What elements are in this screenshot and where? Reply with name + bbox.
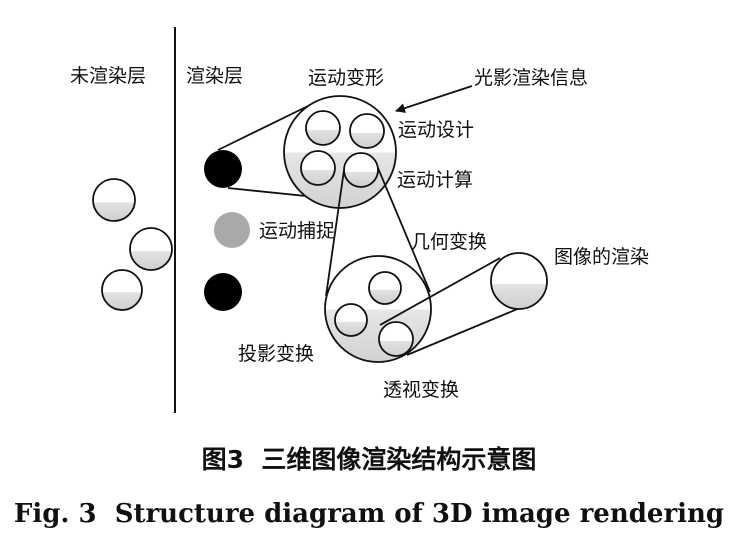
geometric-transform-label: 几何变换 [411, 231, 487, 253]
motion-design-label: 运动设计 [398, 119, 474, 141]
light-info-arrow [395, 85, 473, 113]
unrendered-ball-3 [101, 269, 143, 311]
motion-transform-label: 运动变形 [308, 67, 384, 89]
belt-line-right [377, 167, 431, 293]
gray-dot [214, 212, 250, 248]
belt-line-upper [217, 105, 309, 151]
caption-english: Fig. 3 Structure diagram of 3D image ren… [14, 499, 724, 529]
black-dot-bottom [204, 273, 242, 311]
unrendered-ball-1 [92, 178, 136, 222]
image-render-circle [490, 252, 548, 310]
projection-transform-label: 投影变换 [238, 343, 314, 365]
motion-small-ball-1 [305, 110, 341, 146]
projection-small-ball-3 [378, 321, 414, 357]
motion-small-ball-2 [349, 113, 385, 149]
motion-transform-circle [283, 95, 397, 209]
caption-chinese: 图3 三维图像渲染结构示意图 [202, 445, 537, 474]
motion-small-ball-4 [343, 152, 379, 188]
unrendered-layer-label: 未渲染层 [70, 65, 146, 87]
belt-line-left [325, 169, 345, 297]
belt-line-to-render-top [379, 257, 501, 326]
projection-small-ball-2 [334, 303, 368, 337]
perspective-transform-label: 透视变换 [383, 379, 459, 401]
light-info-label: 光影渲染信息 [474, 67, 588, 89]
projection-small-ball-1 [368, 271, 402, 305]
motion-compute-label: 运动计算 [397, 169, 473, 191]
rendered-layer-label: 渲染层 [186, 65, 243, 87]
black-dot-top [204, 150, 242, 188]
motion-small-ball-3 [300, 150, 336, 186]
image-render-label: 图像的渲染 [554, 246, 649, 268]
unrendered-ball-2 [129, 227, 173, 271]
belt-line-to-render-bottom [406, 304, 528, 356]
motion-capture-label: 运动捕捉 [259, 220, 335, 242]
